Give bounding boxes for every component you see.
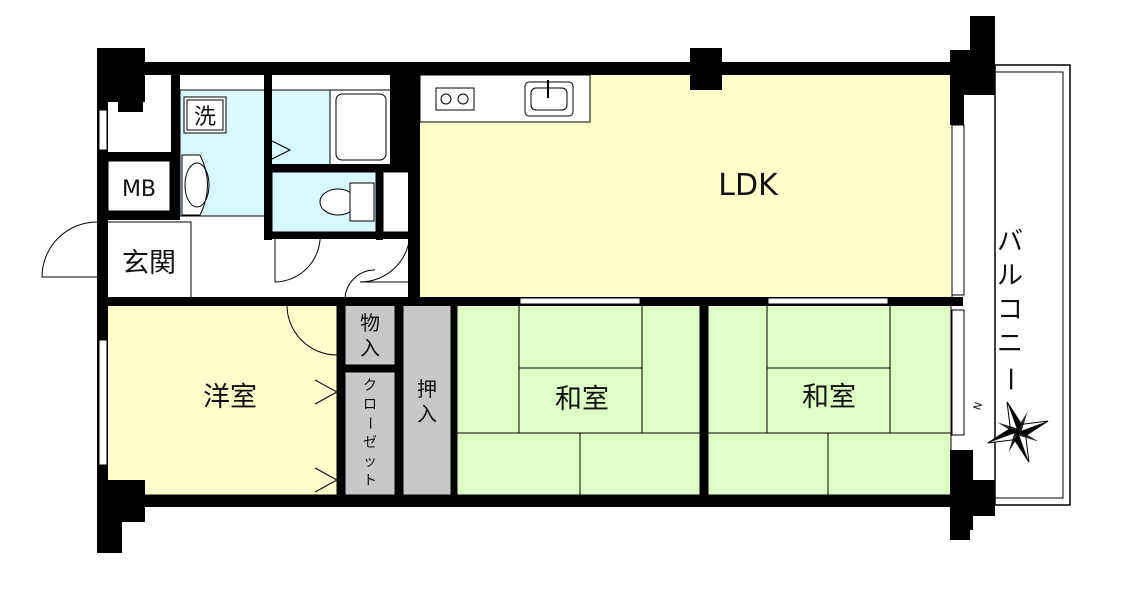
meter-box-label: MB [122,177,156,202]
oshiire [402,304,452,496]
balcony-label: バ ル コ ニ ー [994,227,1024,392]
entrance-label: 玄関 [122,248,176,279]
svg-text:ゼ: ゼ [363,435,377,451]
svg-text:コ: コ [997,295,1023,325]
japanese-room-2-label: 和室 [802,382,856,413]
wash-basin-icon [181,154,210,216]
compass-star-icon [987,401,1049,463]
storage-label: 物 入 [360,311,380,360]
western-room-label: 洋室 [203,382,257,413]
svg-text:入: 入 [417,402,437,426]
svg-text:バ: バ [997,227,1023,257]
stove-icon [435,87,475,111]
svg-text:ー: ー [361,416,377,430]
windows [98,109,965,466]
japanese-room-1 [456,304,701,496]
svg-text:ロ: ロ [363,397,377,413]
entrance [106,221,192,299]
oshiire-label: 押 入 [417,377,437,426]
svg-text:ト: ト [363,473,377,489]
svg-text:物: 物 [360,311,380,335]
japanese-room-1-label: 和室 [555,384,609,415]
laundry-label: 洗 [194,105,216,130]
bathroom [269,89,333,167]
svg-text:押: 押 [417,377,437,401]
closet-label: ク ロ ー ゼ ッ ト [361,378,377,489]
svg-text:ッ: ッ [363,454,377,470]
ldk-label: LDK [718,168,779,203]
svg-text:ー: ー [994,366,1024,392]
svg-text:ク: ク [363,378,377,394]
svg-text:ル: ル [997,261,1023,291]
toilet-icon [319,182,375,222]
svg-text:入: 入 [360,336,380,360]
compass-north-label: N [972,401,985,412]
sink-icon [524,80,574,117]
svg-text:ニ: ニ [997,329,1023,359]
washing-machine-icon [183,96,227,134]
